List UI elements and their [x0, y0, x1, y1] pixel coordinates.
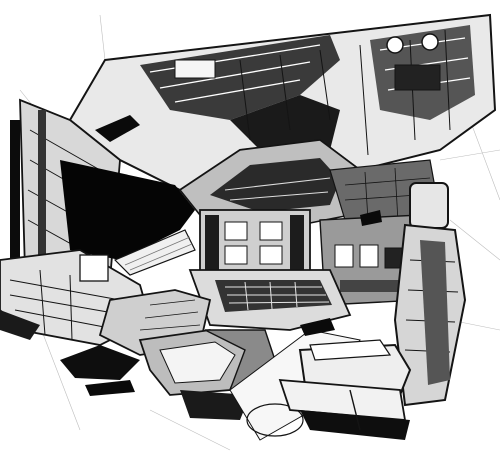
ink-accents — [85, 115, 382, 396]
ceiling-vent — [394, 64, 441, 91]
chair-headrest — [409, 182, 449, 229]
console-screen — [79, 254, 109, 282]
main-control-console — [188, 269, 352, 331]
floor-hatch — [246, 403, 304, 437]
ceiling-light — [421, 33, 439, 51]
monitor-screen — [224, 245, 248, 265]
monitor-screen — [224, 221, 248, 241]
ceiling-vent — [174, 59, 216, 79]
right-recess — [319, 214, 421, 306]
monitor-screen — [259, 221, 283, 241]
crew-chair — [278, 182, 467, 440]
monitor-screen — [259, 245, 283, 265]
wall-pillar — [10, 120, 20, 280]
ceiling-light — [386, 36, 404, 54]
central-bulkhead — [199, 209, 311, 276]
wall-pillar — [38, 110, 46, 280]
pilot-seat — [98, 289, 276, 420]
viewport-window — [60, 160, 195, 260]
ceiling-structure — [68, 13, 497, 192]
